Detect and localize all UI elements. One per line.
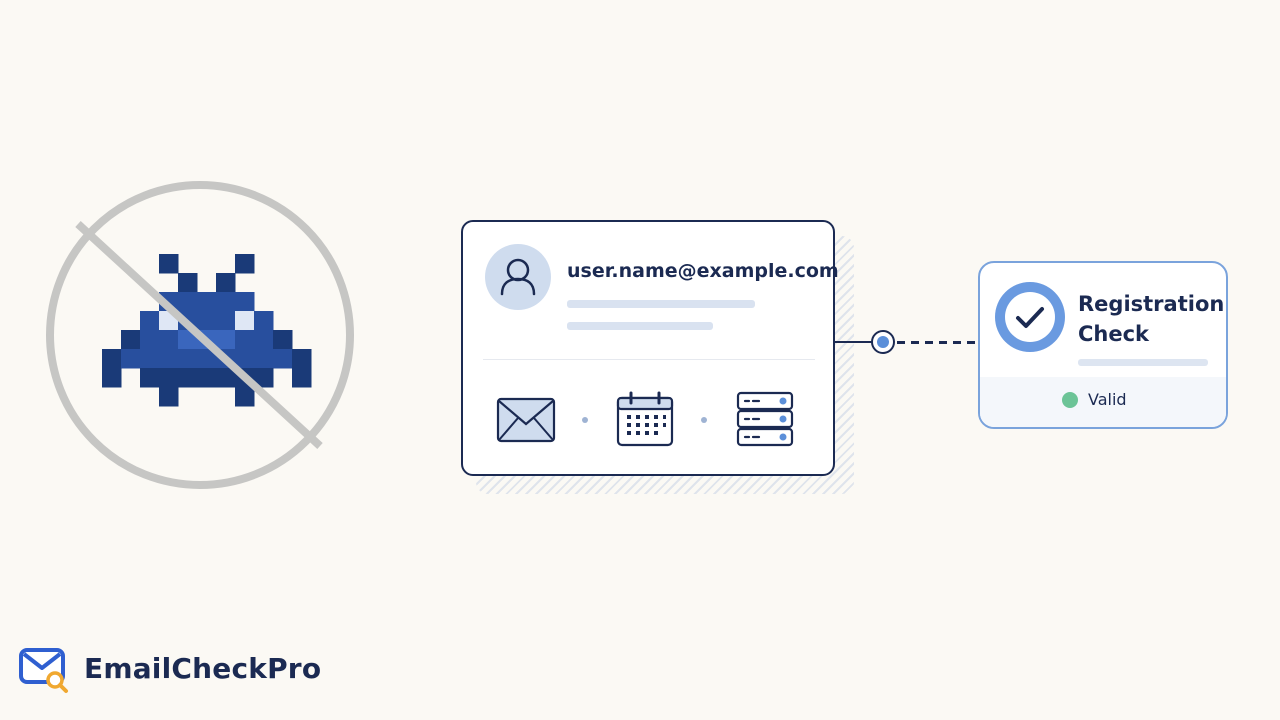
placeholder-line: [567, 322, 713, 330]
connector-node: [871, 330, 895, 354]
status-label: Valid: [1088, 390, 1127, 409]
connector-dashed-line: [897, 341, 979, 344]
separator-dot: [701, 417, 707, 423]
no-space-invader-icon: [46, 181, 354, 489]
status-indicator: [1062, 392, 1078, 408]
email-card: user.name@example.com: [461, 220, 839, 476]
avatar: [485, 244, 551, 310]
prohibition-slash: [75, 221, 323, 449]
separator-dot: [582, 417, 588, 423]
server-icon: [736, 391, 794, 447]
placeholder-line: [1078, 359, 1208, 366]
calendar-icon: [616, 391, 674, 447]
user-icon: [500, 258, 536, 296]
prohibition-circle: [46, 181, 354, 489]
envelope-icon: [496, 397, 556, 443]
placeholder-line: [567, 300, 755, 308]
connector-line: [835, 341, 875, 343]
checkmark-icon: [995, 282, 1065, 352]
status-footer: [980, 377, 1226, 427]
brand-name: EmailCheckPro: [84, 652, 322, 685]
card-divider: [483, 359, 815, 360]
registration-check-title: Registration Check: [1078, 292, 1225, 346]
space-invader-icon: [102, 254, 312, 407]
email-address: user.name@example.com: [567, 260, 839, 282]
email-search-logo-icon: [19, 648, 68, 693]
registration-check-card: Registration Check Valid: [978, 261, 1228, 429]
